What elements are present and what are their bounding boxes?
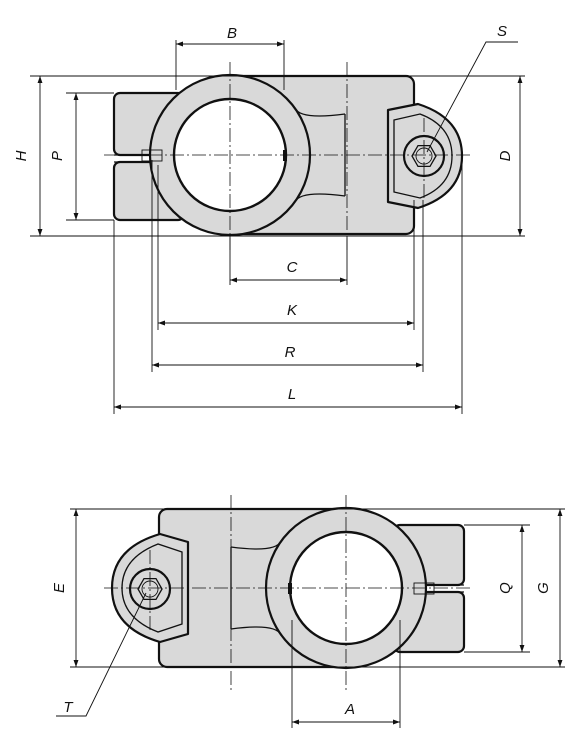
dim-label-D: D bbox=[497, 150, 514, 161]
dim-label-K: K bbox=[287, 302, 298, 319]
bottom-slot-mark bbox=[288, 583, 292, 594]
dim-label-S: S bbox=[497, 23, 507, 40]
dim-label-B: B bbox=[227, 25, 237, 42]
dim-label-L: L bbox=[288, 386, 296, 403]
top-ring-blend-edges bbox=[294, 107, 346, 203]
top-extension-lines bbox=[30, 40, 525, 414]
dim-label-T: T bbox=[63, 699, 74, 716]
dim-label-H: H bbox=[13, 150, 30, 161]
top-slot-mark bbox=[283, 150, 287, 161]
leader-S bbox=[426, 41, 518, 153]
dim-label-R: R bbox=[285, 344, 296, 361]
dim-label-Q: Q bbox=[497, 582, 514, 594]
top-screw-ear-inner bbox=[393, 113, 453, 199]
hex-socket-icon-bottom bbox=[137, 577, 163, 601]
dim-label-C: C bbox=[287, 259, 298, 276]
dim-label-A: A bbox=[344, 701, 355, 718]
leader-T bbox=[56, 592, 147, 717]
dim-label-G: G bbox=[535, 582, 552, 594]
dim-label-E: E bbox=[51, 582, 68, 593]
bottom-extension-lines bbox=[70, 508, 565, 728]
dim-label-P: P bbox=[49, 151, 66, 161]
top-view bbox=[104, 62, 470, 250]
bottom-ring-blend-edges bbox=[230, 540, 282, 636]
bottom-right-setscrew bbox=[413, 582, 435, 595]
bottom-view bbox=[104, 495, 472, 690]
